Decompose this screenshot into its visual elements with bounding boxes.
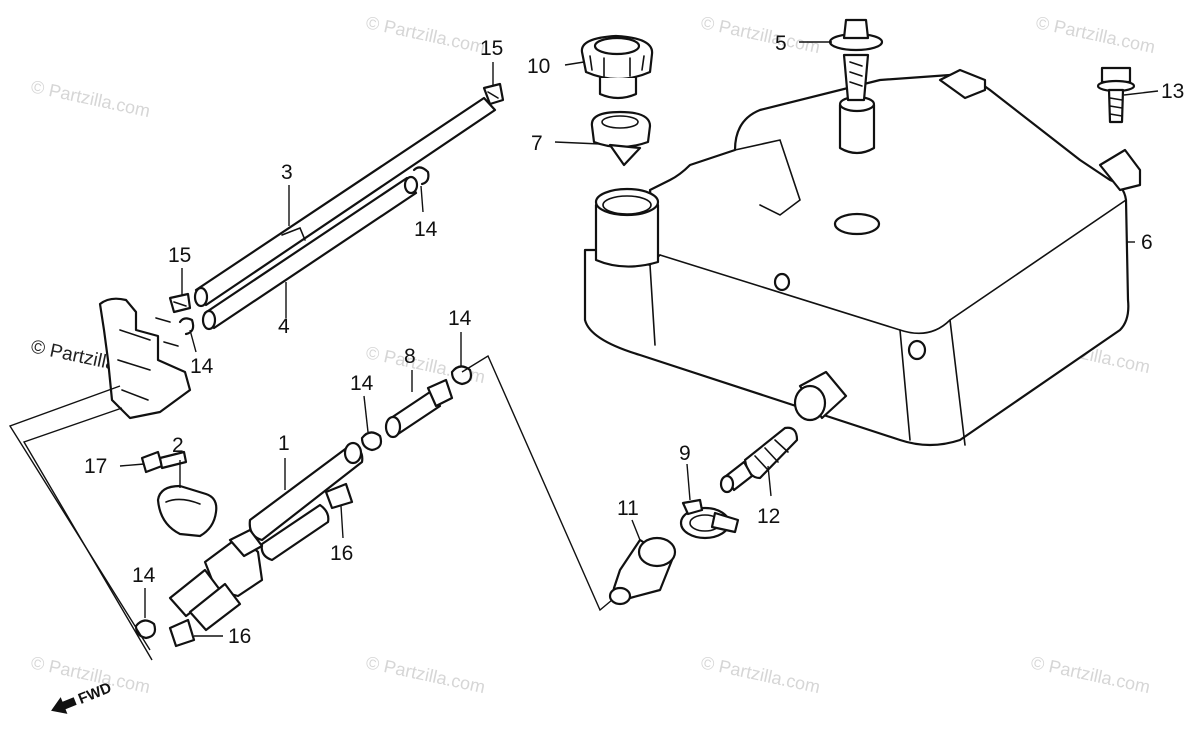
clip-14-mid xyxy=(360,431,383,452)
callout-8: 8 xyxy=(404,345,416,368)
watermark: © Partzilla.com xyxy=(29,76,152,121)
clip-16-lower xyxy=(168,618,196,648)
bracket xyxy=(98,297,192,420)
fwd-direction: FWD xyxy=(51,679,114,714)
callout-2: 2 xyxy=(172,434,184,457)
clip-16-upper xyxy=(324,482,354,510)
watermark: © Partzilla.com xyxy=(364,652,487,697)
leader-lines xyxy=(119,41,1159,637)
clamp-2 xyxy=(156,484,218,538)
tube-3 xyxy=(193,96,497,308)
strainer-12 xyxy=(719,426,799,494)
watermark: © Partzilla.com xyxy=(1034,12,1157,57)
callout-3: 3 xyxy=(281,161,293,184)
routing-lines xyxy=(8,354,613,661)
callout-7: 7 xyxy=(531,132,543,155)
callout-10: 10 xyxy=(527,55,550,78)
callout-9: 9 xyxy=(679,442,691,465)
callout-16-upper: 16 xyxy=(330,542,353,565)
tube-4 xyxy=(201,175,419,331)
callout-14-top: 14 xyxy=(414,218,438,241)
arrow-left-icon xyxy=(51,697,77,714)
callout-17: 17 xyxy=(84,455,107,478)
watermark: © Partzilla.com xyxy=(699,12,822,57)
watermark: © Partzilla.com xyxy=(1029,652,1152,697)
callout-15-top: 15 xyxy=(480,37,503,60)
callout-1: 1 xyxy=(278,432,290,455)
breather-cap xyxy=(828,18,884,155)
callout-5: 5 xyxy=(775,32,787,55)
callout-14-bottom: 14 xyxy=(132,564,156,587)
callout-14-left: 14 xyxy=(190,355,214,378)
callout-13: 13 xyxy=(1161,80,1184,103)
clip-14-top xyxy=(412,166,430,186)
callout-16-lower: 16 xyxy=(228,625,251,648)
callout-labels: 1 2 3 4 5 6 7 8 9 10 11 12 13 14 14 14 1… xyxy=(84,32,1184,648)
tank-outlet xyxy=(793,370,848,422)
filler-neck xyxy=(594,187,660,268)
watermark: © Partzilla.com xyxy=(699,652,822,697)
callout-14-right: 14 xyxy=(448,307,472,330)
clip-15-top xyxy=(482,82,505,106)
clip-14-bottom xyxy=(134,619,157,640)
hose-11 xyxy=(608,536,677,606)
watermark: © Partzilla.com xyxy=(364,12,487,57)
fuel-valve xyxy=(168,528,264,632)
callout-4: 4 xyxy=(278,315,290,338)
bolt-13 xyxy=(1096,66,1136,124)
hose-clamp-9 xyxy=(679,498,740,540)
cap-retainer xyxy=(590,110,652,167)
callout-11: 11 xyxy=(617,497,639,520)
callout-15-left: 15 xyxy=(168,244,191,267)
clip-15-left xyxy=(168,292,192,314)
clip-14-right xyxy=(450,365,473,386)
joint-8 xyxy=(384,378,454,439)
bolt-17 xyxy=(140,450,188,474)
callout-6: 6 xyxy=(1141,231,1153,254)
callout-14-mid: 14 xyxy=(350,372,374,395)
fwd-label: FWD xyxy=(76,679,114,708)
filler-cap xyxy=(580,34,654,100)
callout-12: 12 xyxy=(757,505,780,528)
